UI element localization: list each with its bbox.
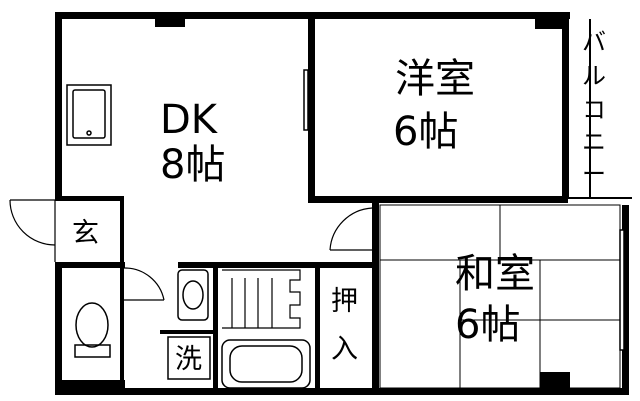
western-room-name: 洋室 — [395, 56, 475, 102]
japanese-room-name: 和室 — [455, 251, 535, 297]
entrance-door-icon — [9, 199, 56, 262]
washer-box — [167, 336, 211, 380]
toilet-icon — [74, 302, 111, 358]
balcony-railing — [567, 19, 632, 199]
balcony-char-3: コ — [582, 96, 606, 124]
balcony-char-4: ニ — [582, 128, 606, 156]
dk-room-name: DK — [160, 97, 219, 143]
closet-label-2: 入 — [331, 334, 358, 365]
balcony-label: バ ル コ ニ ー — [582, 28, 606, 188]
washbasin-icon — [177, 269, 209, 321]
interior-walls — [55, 12, 568, 395]
dk-room-size: 8帖 — [160, 142, 225, 188]
japanese-room-size: 6帖 — [455, 302, 520, 348]
washer-label: 洗 — [175, 344, 202, 375]
balcony-char-1: バ — [582, 28, 606, 56]
western-room-size: 6帖 — [393, 109, 458, 155]
balcony-char-2: ル — [582, 62, 606, 90]
stair-tiles — [222, 269, 301, 329]
bathtub-icon — [221, 339, 311, 389]
balcony-char-5: ー — [582, 160, 606, 188]
entrance-label: 玄 — [72, 218, 99, 249]
tatami-grid — [379, 204, 621, 389]
kitchen-sink-icon — [66, 84, 112, 146]
closet-label-1: 押 — [331, 286, 358, 317]
door-swing-icon — [123, 207, 373, 301]
